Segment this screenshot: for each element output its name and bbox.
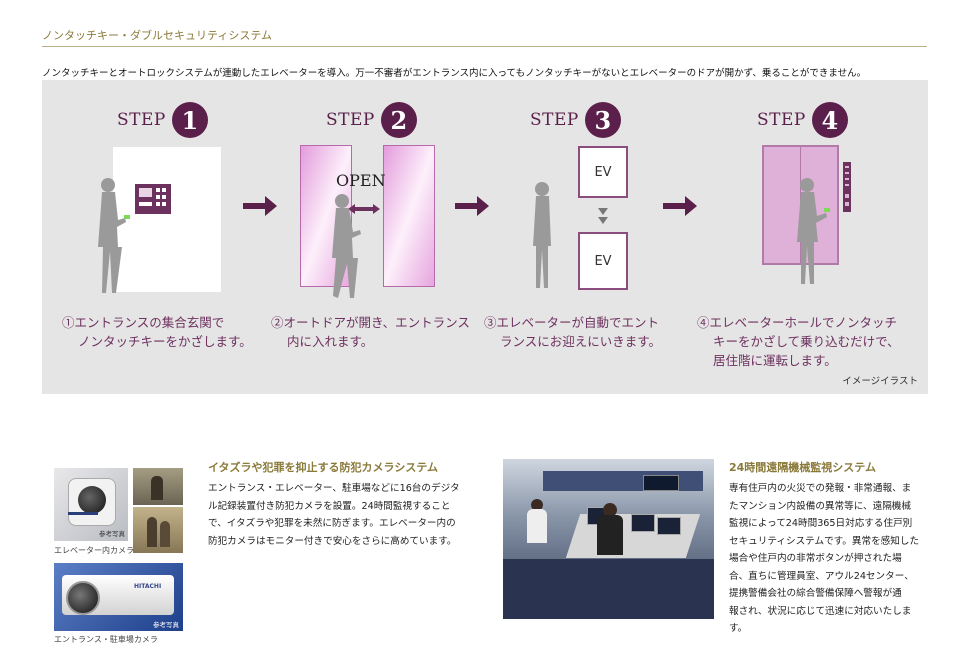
- body-line: 提携警備会社の綜合警備保障へ警報が通: [729, 588, 902, 599]
- monitor-section-title: 24時間遠隔機械監視システム: [729, 461, 876, 474]
- caption-line: ②オートドアが開き、エントランス: [271, 315, 470, 330]
- body-line: ル記録装置付き防犯カメラを設置。24時間監視すること: [208, 500, 451, 512]
- door-open-label: OPEN: [336, 171, 386, 190]
- caption-line: ③エレベーターが自動でエント: [484, 315, 660, 330]
- camera-section-body: エントランス・エレベーター、駐車場などに16台のデジタ ル記録装置付き防犯カメラ…: [208, 480, 478, 550]
- step-1-caption: ①エントランスの集合玄関で ノンタッチキーをかざします。: [62, 313, 252, 351]
- body-line: セキュリティシステムです。異常を感知した: [729, 535, 920, 547]
- step-number: 1: [171, 102, 208, 138]
- intro-text: ノンタッチキーとオートロックシステムが連動したエレベーターを導入。万一不審者がエ…: [42, 68, 867, 79]
- step-number: 4: [811, 102, 848, 138]
- woman-figure-icon: [98, 178, 130, 293]
- monitoring-room-photo: [503, 459, 714, 619]
- title-divider: [42, 46, 927, 47]
- step-2-caption: ②オートドアが開き、エントランス 内に入れます。: [271, 313, 470, 351]
- section-title: ノンタッチキー・ダブルセキュリティシステム: [42, 29, 273, 42]
- image-illustration-note: イメージイラスト: [842, 376, 918, 387]
- caption-line: 内に入れます。: [287, 334, 374, 349]
- caption-line: ノンタッチキーをかざします。: [78, 334, 252, 349]
- arrow-down-icon: [598, 208, 608, 224]
- caption-line: ④エレベーターホールでノンタッチ: [697, 315, 898, 330]
- monitor-section-body: 専有住戸内の火災での発報・非常通報、ま たマンション内設備の異常等に、遠隔機械 …: [729, 480, 934, 638]
- woman-with-key-icon: [797, 178, 830, 284]
- arrow-right-icon: [455, 196, 489, 216]
- elevator-camera-caption: エレベーター内カメラ: [54, 546, 134, 555]
- body-line: 監視によって24時間365日対応する住戸別: [729, 518, 913, 529]
- body-line: 報され、状況に応じて迅速に対応いたしま: [729, 605, 912, 617]
- arrow-right-icon: [663, 196, 697, 216]
- step-3-heading: STEP 3: [530, 100, 621, 140]
- body-line: 合、直ちに管理員室、アウル24センター、: [729, 570, 914, 582]
- step-3-caption: ③エレベーターが自動でエント ランスにお迎えにいきます。: [484, 313, 661, 351]
- arrow-right-icon: [243, 196, 277, 216]
- camera-brand-label: HITACHI: [134, 583, 162, 590]
- entrance-camera-photo: HITACHI 参考写真: [54, 563, 183, 631]
- right-door-icon: [383, 145, 435, 287]
- step-4-caption: ④エレベーターホールでノンタッチ キーをかざして乗り込むだけで、 居住階に運転し…: [697, 313, 900, 370]
- woman-standing-icon: [533, 182, 551, 288]
- body-line: 防犯カメラはモニター付きで安心をさらに高めています。: [208, 535, 457, 547]
- elevator-upper-box: EV: [578, 146, 628, 198]
- step-word: STEP: [530, 110, 579, 130]
- ev-label: EV: [594, 253, 612, 269]
- step-2-heading: STEP 2: [326, 100, 417, 140]
- double-arrow-icon: [348, 204, 380, 214]
- step-number: 2: [380, 102, 417, 138]
- entrance-wall: [113, 147, 221, 292]
- camera-section-title: イタズラや犯罪を抑止する防犯カメラシステム: [208, 461, 439, 474]
- step-1-heading: STEP 1: [117, 100, 208, 140]
- intercom-panel-icon: [135, 184, 171, 214]
- monitor-view-photo-1: [133, 468, 183, 505]
- caption-line: 居住階に運転します。: [713, 353, 837, 368]
- sample-photo-label: 参考写真: [153, 621, 179, 629]
- ev-label: EV: [594, 164, 612, 180]
- step-word: STEP: [757, 110, 806, 130]
- sample-photo-label: 参考写真: [99, 530, 125, 538]
- caption-line: ①エントランスの集合玄関で: [62, 315, 225, 330]
- caption-line: ランスにお迎えにいきます。: [500, 334, 662, 349]
- body-line: 場合や住戸内の非常ボタンが押された場: [729, 553, 902, 564]
- body-line: す。: [729, 623, 748, 634]
- elevator-lower-box: EV: [578, 232, 628, 290]
- body-line: エントランス・エレベーター、駐車場などに16台のデジタ: [208, 483, 460, 494]
- body-line: で、イタズラや犯罪を未然に防ぎます。エレベーター内の: [208, 518, 456, 529]
- step-word: STEP: [326, 110, 375, 130]
- entrance-camera-caption: エントランス・駐車場カメラ: [54, 635, 158, 644]
- step-number: 3: [584, 102, 621, 138]
- body-line: 専有住戸内の火災での発報・非常通報、ま: [729, 483, 912, 494]
- woman-walking-icon: [332, 194, 361, 298]
- caption-line: キーをかざして乗り込むだけで、: [713, 334, 900, 349]
- monitor-view-photo-2: [133, 507, 183, 553]
- elevator-camera-photo: 参考写真: [54, 468, 128, 541]
- body-line: たマンション内設備の異常等に、遠隔機械: [729, 500, 911, 512]
- step-word: STEP: [117, 110, 166, 130]
- elevator-button-panel-icon: [843, 162, 851, 212]
- step-4-heading: STEP 4: [757, 100, 848, 140]
